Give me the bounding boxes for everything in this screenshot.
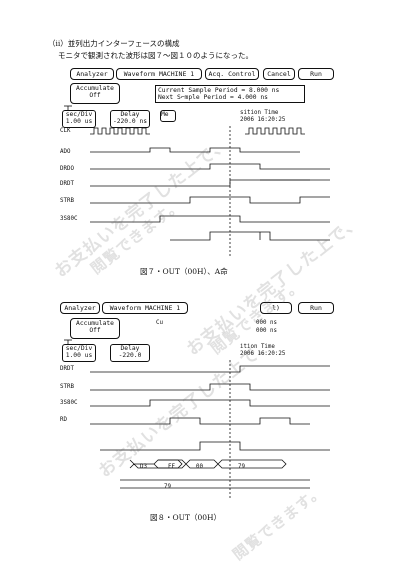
sec-div-value: 1.00 us [65, 118, 93, 125]
acquisition-time-value: 2006 16:20:25 [240, 351, 286, 357]
sec-div-value: 1.00 us [65, 352, 93, 359]
sample-period-panel: Current Sample Period = 8.000 ns Next S⌐… [152, 84, 308, 103]
accumulate-value: Off [89, 92, 101, 99]
bus-value-d3: D3 [140, 464, 147, 470]
waveform-screenshot-2: Analyzer Waveform MACHINE 1 l) Run Accum… [60, 300, 340, 508]
acquisition-time-label: sition Time [240, 110, 279, 116]
next-sample-value: 000 ns [256, 328, 277, 334]
accumulate-value: Off [89, 327, 101, 334]
current-sample-value: 000 ns [256, 320, 277, 326]
signal-label-strb: STRB [60, 384, 74, 390]
accumulate-label: Accumulate [76, 85, 114, 92]
current-sample-period: Current Sample Period = 8.000 ns [158, 87, 280, 94]
marker-label: Me [161, 111, 169, 118]
waveform-machine-button[interactable]: Waveform MACHINE 1 [102, 302, 188, 314]
delay-label: Delay [120, 111, 140, 118]
accumulate-control[interactable]: Accumulate Off [70, 318, 120, 339]
bus-value-79: 79 [238, 464, 245, 470]
signal-label-strb: STRB [60, 198, 74, 204]
sec-div-control[interactable]: sec/Div 1.00 us [62, 344, 96, 362]
waveform-machine-button[interactable]: Waveform MACHINE 1 [116, 68, 202, 80]
delay-label: Delay [120, 345, 140, 352]
signal-label-drdt: DRDT [60, 366, 74, 372]
signal-label-3s80c: 3S80C [60, 216, 78, 222]
sec-div-label: sec/Div [65, 111, 93, 118]
sec-div-control[interactable]: sec/Div 1.00 us [62, 110, 96, 128]
section-heading: （ⅱ）並列出力インターフェースの構成 [48, 39, 180, 48]
signal-label-ado: ADO [60, 149, 71, 155]
signal-label-3s80c: 3S80C [60, 400, 78, 406]
current-sample-fragment: Cu [156, 320, 163, 326]
signal-label-rd: RD [60, 417, 67, 423]
signal-label-drdt: DRDT [60, 181, 74, 187]
figure-8-caption: 図８・OUT（00H） [150, 513, 222, 522]
sec-div-label: sec/Div [65, 345, 93, 352]
accumulate-label: Accumulate [76, 320, 114, 327]
acquisition-time-value: 2006 16:20:25 [240, 117, 286, 123]
waveform-screenshot-1: Analyzer Waveform MACHINE 1 Acq. Control… [60, 66, 340, 262]
signal-label-clk: CLK [60, 128, 71, 134]
description-text: モニタで観測された波形は図７〜図１０のようになった。 [58, 51, 253, 60]
delay-control[interactable]: Delay -220.0 ns [110, 110, 150, 128]
waveform-traces-1 [64, 105, 330, 256]
accumulate-control[interactable]: Accumulate Off [70, 83, 120, 104]
acq-control-button[interactable]: l) [260, 302, 292, 314]
analyzer-button[interactable]: Analyzer [70, 68, 114, 80]
waveform-traces-2 [64, 339, 330, 500]
bus-bottom-value: 79 [164, 484, 171, 490]
run-button[interactable]: Run [298, 68, 334, 80]
signal-label-drdo: DRDO [60, 166, 74, 172]
marker-control[interactable]: Me [160, 110, 176, 122]
run-button[interactable]: Run [298, 302, 334, 314]
delay-control[interactable]: Delay -220.0 [110, 344, 150, 362]
acq-control-button[interactable]: Acq. Control [205, 68, 259, 80]
cancel-button[interactable]: Cancel [263, 68, 295, 80]
delay-value: -220.0 ns [112, 118, 148, 125]
figure-7-caption: 図７・OUT（00H）、A命 [140, 267, 228, 276]
acquisition-time-label: ition Time [240, 344, 275, 350]
delay-value: -220.0 [118, 352, 142, 359]
bus-value-00: 00 [196, 464, 203, 470]
analyzer-button[interactable]: Analyzer [60, 302, 100, 314]
next-sample-period: Next S⌐mple Period = 4.000 ns [158, 94, 268, 101]
bus-value-ff: FF [168, 464, 175, 470]
